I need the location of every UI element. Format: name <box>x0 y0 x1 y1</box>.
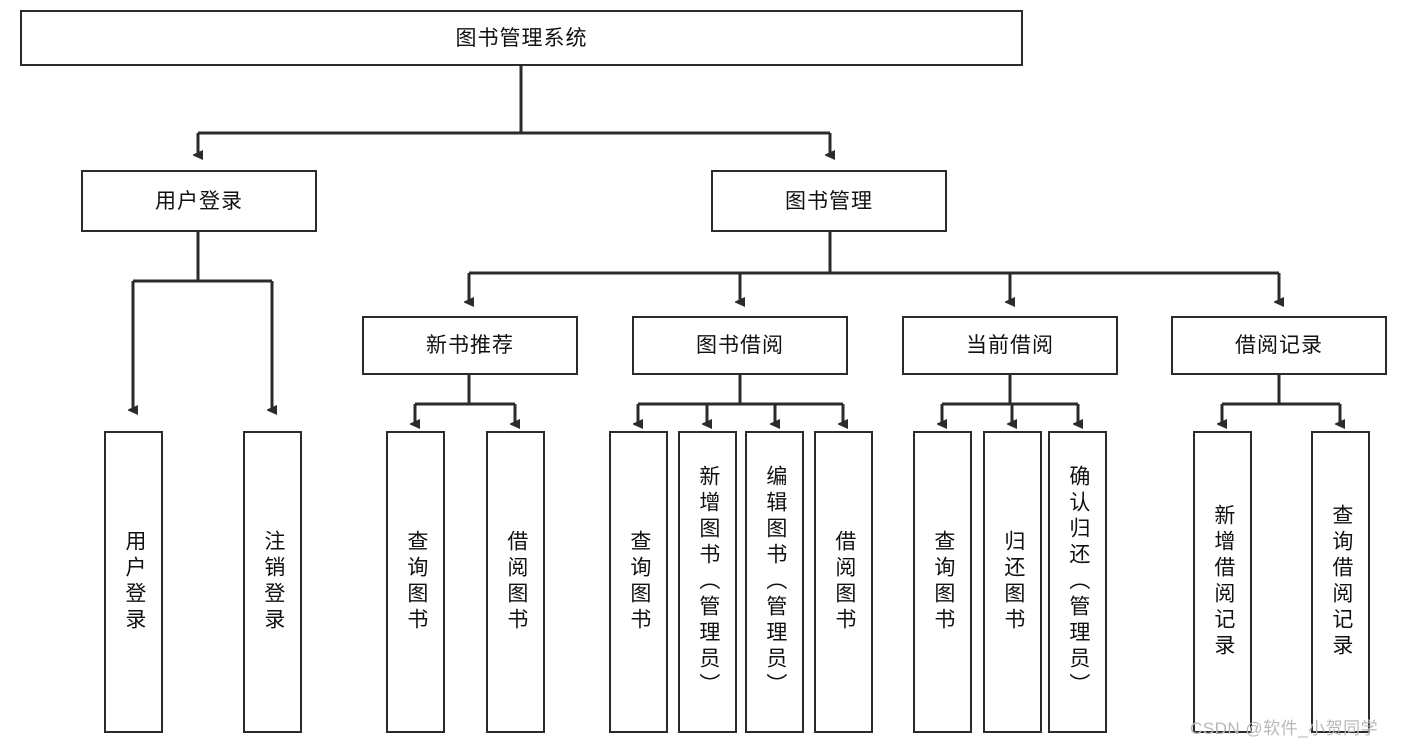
node-label: 用户登录 <box>155 189 243 213</box>
node-leaf-record-query[interactable]: 查询借阅记录 <box>1311 431 1370 733</box>
node-book-management[interactable]: 图书管理 <box>711 170 947 232</box>
node-leaf-current-query-book[interactable]: 查询图书 <box>913 431 972 733</box>
node-user-login[interactable]: 用户登录 <box>81 170 317 232</box>
node-label: 查询图书 <box>627 530 651 634</box>
node-label: 新增图书（管理员） <box>696 465 720 699</box>
node-label: 用户登录 <box>122 530 146 634</box>
node-label: 新书推荐 <box>426 334 514 357</box>
node-root[interactable]: 图书管理系统 <box>20 10 1023 66</box>
node-label: 当前借阅 <box>966 334 1054 357</box>
node-label: 编辑图书（管理员） <box>763 465 787 699</box>
node-leaf-borrow-edit-book[interactable]: 编辑图书（管理员） <box>745 431 804 733</box>
watermark: CSDN @软件_小贺同学 <box>1190 719 1379 738</box>
node-label: 查询图书 <box>931 530 955 634</box>
node-leaf-current-return-book[interactable]: 归还图书 <box>983 431 1042 733</box>
node-new-book-recommend[interactable]: 新书推荐 <box>362 316 578 375</box>
node-leaf-recommend-borrow-book[interactable]: 借阅图书 <box>486 431 545 733</box>
node-leaf-user-login[interactable]: 用户登录 <box>104 431 163 733</box>
node-leaf-user-logout[interactable]: 注销登录 <box>243 431 302 733</box>
node-leaf-recommend-query-book[interactable]: 查询图书 <box>386 431 445 733</box>
node-leaf-record-add[interactable]: 新增借阅记录 <box>1193 431 1252 733</box>
node-label: 借阅图书 <box>504 530 528 634</box>
node-label: 新增借阅记录 <box>1211 504 1235 660</box>
node-borrow-record[interactable]: 借阅记录 <box>1171 316 1387 375</box>
node-label: 借阅记录 <box>1235 334 1323 357</box>
node-label: 查询借阅记录 <box>1329 504 1353 660</box>
node-book-borrow[interactable]: 图书借阅 <box>632 316 848 375</box>
node-label: 确认归还（管理员） <box>1066 465 1090 699</box>
node-label: 归还图书 <box>1001 530 1025 634</box>
node-label: 图书管理 <box>785 189 873 213</box>
node-label: 图书借阅 <box>696 334 784 357</box>
node-current-borrow[interactable]: 当前借阅 <box>902 316 1118 375</box>
node-label: 图书管理系统 <box>455 26 588 50</box>
node-label: 查询图书 <box>404 530 428 634</box>
node-leaf-borrow-add-book[interactable]: 新增图书（管理员） <box>678 431 737 733</box>
node-label: 借阅图书 <box>832 530 856 634</box>
node-leaf-current-confirm-return[interactable]: 确认归还（管理员） <box>1048 431 1107 733</box>
node-leaf-borrow-query-book[interactable]: 查询图书 <box>609 431 668 733</box>
node-label: 注销登录 <box>261 530 285 634</box>
node-leaf-borrow-borrow-book[interactable]: 借阅图书 <box>814 431 873 733</box>
